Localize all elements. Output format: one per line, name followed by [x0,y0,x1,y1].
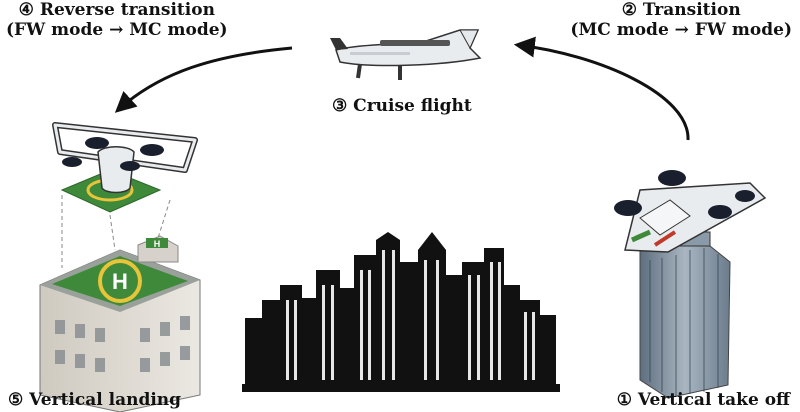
step-number: ⑤ [8,390,24,410]
step-number: ③ [332,96,348,116]
step-title: Vertical take off [637,390,790,410]
arrow-cruise-to-landing [114,46,293,113]
step-reverse-transition-label: ④ Reverse transition (FW mode → MC mode) [6,0,228,40]
step-landing-label: ⑤ Vertical landing [8,390,181,410]
step-takeoff-label: ① Vertical take off [617,390,790,410]
step-number: ④ [18,0,34,20]
step-title: Vertical landing [29,390,182,410]
step-subtitle: (FW mode → MC mode) [6,20,228,40]
step-subtitle: (MC mode → FW mode) [570,20,792,40]
landing-aircraft-icon [52,122,198,194]
skyline-windows [286,250,535,380]
city-skyline-icon [242,232,560,392]
step-number: ① [616,390,632,410]
takeoff-aircraft-icon [614,170,767,253]
step-number: ② [621,0,637,20]
mini-helipad-letter: H [154,239,161,249]
step-title: Transition [642,0,741,20]
step-title: Reverse transition [39,0,215,20]
step-title: Cruise flight [353,96,472,116]
helipad-letter: H [112,269,128,294]
arrow-takeoff-to-cruise [513,36,690,141]
takeoff-tower-icon [639,231,731,399]
step-cruise-label: ③ Cruise flight [332,96,472,116]
landing-building-icon: H H [39,169,201,412]
cruise-aircraft-icon [330,29,482,80]
step-transition-label: ② Transition (MC mode → FW mode) [570,0,792,40]
